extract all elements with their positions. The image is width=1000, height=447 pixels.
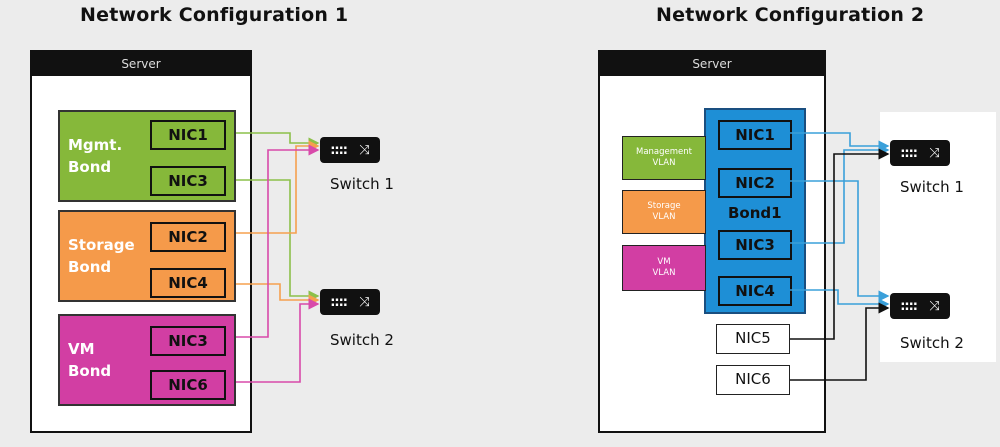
management-vlan-line1: Management (636, 147, 692, 157)
storage-bond-label-line2: Bond (68, 258, 112, 276)
mgmt-bond-label-line1: Mgmt. (68, 136, 123, 154)
wire-nic5 (790, 148, 890, 340)
config1-switch1-label: Switch 1 (330, 175, 394, 193)
config1-vm-nic6[interactable]: NIC6 (150, 370, 226, 400)
config1-vm-nic3[interactable]: NIC3 (150, 326, 226, 356)
switch-arrows-icon: ⤨ (359, 142, 370, 158)
wire-nic3 (790, 144, 890, 244)
config1-title: Network Configuration 1 (80, 4, 349, 26)
config2-nic3[interactable]: NIC3 (718, 230, 792, 260)
config1-mgmt-bond: Mgmt. Bond NIC1 NIC3 (58, 110, 236, 202)
switch-ports-icon: :::: (330, 142, 348, 158)
wire-nic4 (790, 289, 890, 310)
vm-bond-label: VM Bond (68, 338, 111, 382)
mgmt-bond-label-line2: Bond (68, 158, 112, 176)
switch-arrows-icon: ⤨ (359, 294, 370, 310)
config2-bond1: NIC1 NIC2 Bond1 NIC3 NIC4 (704, 108, 806, 314)
switch-ports-icon: :::: (330, 294, 348, 310)
wire-storage-nic2 (236, 140, 320, 234)
switch-ports-icon: :::: (900, 145, 918, 161)
wire-vm-nic6 (236, 298, 320, 383)
config1-switch1[interactable]: :::: ⤨ (320, 137, 380, 163)
storage-vlan-line1: Storage (647, 201, 681, 211)
vm-vlan: VM VLAN (622, 245, 706, 291)
config2-nic1[interactable]: NIC1 (718, 120, 792, 150)
config2-server-header: Server (600, 52, 824, 76)
config2-switch2[interactable]: :::: ⤨ (890, 293, 950, 319)
management-vlan-line2: VLAN (652, 158, 676, 168)
wire-nic6 (790, 302, 890, 381)
config2-nic4[interactable]: NIC4 (718, 276, 792, 306)
config2-switch1-label: Switch 1 (900, 178, 964, 196)
config1-mgmt-nic3[interactable]: NIC3 (150, 166, 226, 196)
management-vlan: Management VLAN (622, 136, 706, 180)
wire-storage-nic4 (236, 283, 320, 306)
config1-server-header: Server (32, 52, 250, 76)
config2-nic2[interactable]: NIC2 (718, 168, 792, 198)
config1-storage-bond: Storage Bond NIC2 NIC4 (58, 210, 236, 302)
wire-mgmt-nic3 (236, 179, 320, 302)
wire-mgmt-nic1 (236, 132, 320, 149)
vm-bond-label-line2: Bond (68, 362, 112, 380)
mgmt-bond-label: Mgmt. Bond (68, 134, 122, 178)
config2-switch1[interactable]: :::: ⤨ (890, 140, 950, 166)
vm-vlan-line2: VLAN (652, 268, 676, 278)
storage-vlan-line2: VLAN (652, 212, 676, 222)
storage-bond-label-line1: Storage (68, 236, 135, 254)
config2-nic6[interactable]: NIC6 (716, 365, 790, 395)
config2-switch2-label: Switch 2 (900, 334, 964, 352)
wire-nic1 (790, 132, 890, 152)
config1-storage-nic4[interactable]: NIC4 (150, 268, 226, 298)
config2-nic5[interactable]: NIC5 (716, 324, 790, 354)
vm-bond-label-line1: VM (68, 340, 95, 358)
storage-bond-label: Storage Bond (68, 234, 135, 278)
vm-vlan-line1: VM (657, 257, 671, 267)
switch-arrows-icon: ⤨ (929, 145, 940, 161)
storage-vlan: Storage VLAN (622, 190, 706, 234)
switch-ports-icon: :::: (900, 298, 918, 314)
config1-switch2-label: Switch 2 (330, 331, 394, 349)
config1-mgmt-nic1[interactable]: NIC1 (150, 120, 226, 150)
wire-vm-nic3 (236, 144, 320, 338)
switch-arrows-icon: ⤨ (929, 298, 940, 314)
wire-nic2 (790, 180, 890, 302)
config1-storage-nic2[interactable]: NIC2 (150, 222, 226, 252)
config1-switch2[interactable]: :::: ⤨ (320, 289, 380, 315)
config2-title: Network Configuration 2 (656, 4, 925, 26)
bond1-label: Bond1 (728, 204, 782, 222)
config1-vm-bond: VM Bond NIC3 NIC6 (58, 314, 236, 406)
